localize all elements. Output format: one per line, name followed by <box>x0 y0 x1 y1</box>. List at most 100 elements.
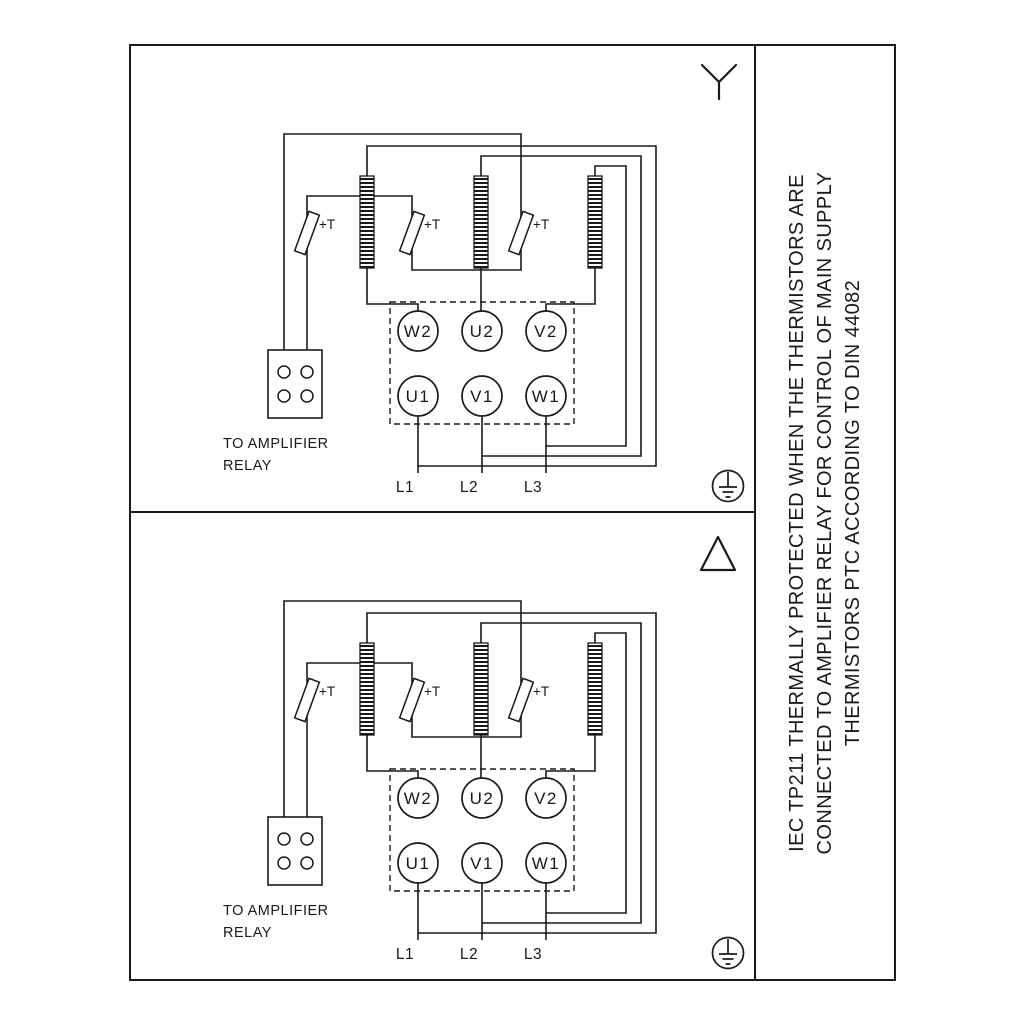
terminal-label: U2 <box>470 322 495 341</box>
star-panel-drawing: +T +T +T <box>223 63 745 503</box>
terminal-label: W1 <box>532 387 561 406</box>
relay-pin <box>300 856 314 870</box>
earth-ground-icon <box>711 469 745 503</box>
terminal-V2 <box>525 310 567 352</box>
thermistor: +T <box>398 673 440 727</box>
panel-star: +T +T +T <box>131 46 754 511</box>
thermistor-link-wire <box>411 260 522 271</box>
terminal-W2 <box>397 310 439 352</box>
winding-bridge-wire <box>546 632 627 914</box>
terminal-label: W2 <box>404 789 433 808</box>
delta-panel-drawing: +T +T +T <box>223 535 745 970</box>
thermistor-loop-wire <box>283 133 522 350</box>
winding-coil <box>473 642 489 736</box>
thermistor-icon <box>293 677 321 723</box>
terminal-label: V2 <box>534 789 558 808</box>
terminal-U1 <box>397 842 439 884</box>
amplifier-relay-connector <box>267 816 323 886</box>
terminal-label: V1 <box>470 854 494 873</box>
thermistor: +T <box>293 206 335 260</box>
side-note-strip: IEC TP211 THERMALLY PROTECTED WHEN THE T… <box>756 44 896 981</box>
thermistor: +T <box>507 673 549 727</box>
thermistor: +T <box>507 206 549 260</box>
relay-pin <box>277 856 291 870</box>
terminal-W1 <box>525 375 567 417</box>
amplifier-relay-connector <box>267 349 323 419</box>
thermistor-label: +T <box>533 684 549 699</box>
winding-coil <box>473 175 489 269</box>
relay-pin <box>277 365 291 379</box>
thermistor: +T <box>398 206 440 260</box>
thermistor-label: +T <box>319 217 335 232</box>
delta-symbol <box>699 535 737 572</box>
winding-terminal-wire <box>366 735 419 778</box>
terminal-W1 <box>525 842 567 884</box>
terminal-label: W2 <box>404 322 433 341</box>
thermistor-loop-wire <box>283 600 522 817</box>
thermistor-label: +T <box>424 684 440 699</box>
terminal-label: W1 <box>532 854 561 873</box>
relay-pin <box>300 832 314 846</box>
relay-caption-line-1: TO AMPLIFIER <box>223 903 329 919</box>
winding-terminal-wire <box>366 268 419 311</box>
relay-pin <box>277 389 291 403</box>
terminal-V1 <box>461 375 503 417</box>
terminals <box>397 777 567 884</box>
thermistor: +T <box>293 673 335 727</box>
relay-pin <box>300 389 314 403</box>
relay-caption-line-2: RELAY <box>223 925 272 941</box>
motor-windings <box>359 642 603 736</box>
terminal-box <box>389 301 575 425</box>
relay-caption-line-2: RELAY <box>223 458 272 474</box>
terminal-box <box>389 768 575 892</box>
lead-label-L3: L3 <box>524 946 542 963</box>
lead-label-L3: L3 <box>524 479 542 496</box>
winding-bridge-wire <box>366 612 657 934</box>
terminal-U2 <box>461 310 503 352</box>
relay-caption-line-1: TO AMPLIFIER <box>223 436 329 452</box>
thermistor-label: +T <box>533 217 549 232</box>
side-note-text: IEC TP211 THERMALLY PROTECTED WHEN THE T… <box>760 46 890 979</box>
terminal-W2 <box>397 777 439 819</box>
terminal-label: U2 <box>470 789 495 808</box>
winding-bridge-wire <box>366 145 657 467</box>
star-symbol <box>700 63 738 101</box>
terminals <box>397 310 567 417</box>
thermistor-icon <box>398 677 426 723</box>
terminal-label: U1 <box>406 387 431 406</box>
side-note-line-3: THERMISTORS PTC ACCORDING TO DIN 44082 <box>841 279 864 746</box>
lead-label-L1: L1 <box>396 479 414 496</box>
winding-coil <box>587 175 603 269</box>
earth-ground-icon <box>711 936 745 970</box>
terminal-V1 <box>461 842 503 884</box>
lead-label-L1: L1 <box>396 946 414 963</box>
winding-bridge-wire <box>546 165 627 447</box>
winding-bridge-wire <box>480 155 642 457</box>
lead-label-L2: L2 <box>460 946 478 963</box>
wiring <box>283 133 657 473</box>
relay-pin <box>277 832 291 846</box>
thermistor-icon <box>507 210 535 256</box>
terminal-U1 <box>397 375 439 417</box>
winding-coil <box>359 175 375 269</box>
thermistor-link-wire <box>411 727 522 738</box>
terminal-label: U1 <box>406 854 431 873</box>
thermistor-icon <box>507 677 535 723</box>
thermistor-icon <box>398 210 426 256</box>
winding-terminal-wire <box>545 735 596 778</box>
terminal-label: V2 <box>534 322 558 341</box>
side-note-line-2: CONNECTED TO AMPLIFIER RELAY FOR CONTROL… <box>813 171 836 854</box>
terminal-U2 <box>461 777 503 819</box>
thermistor-icon <box>293 210 321 256</box>
relay-pin <box>300 365 314 379</box>
winding-terminal-wire <box>545 268 596 311</box>
winding-coil <box>359 642 375 736</box>
terminal-label: V1 <box>470 387 494 406</box>
lead-label-L2: L2 <box>460 479 478 496</box>
side-note-line-1: IEC TP211 THERMALLY PROTECTED WHEN THE T… <box>785 173 808 852</box>
thermistor-label: +T <box>319 684 335 699</box>
winding-bridge-wire <box>480 622 642 924</box>
diagram-frame: +T +T +T <box>129 44 756 981</box>
thermistor-label: +T <box>424 217 440 232</box>
motor-windings <box>359 175 603 269</box>
